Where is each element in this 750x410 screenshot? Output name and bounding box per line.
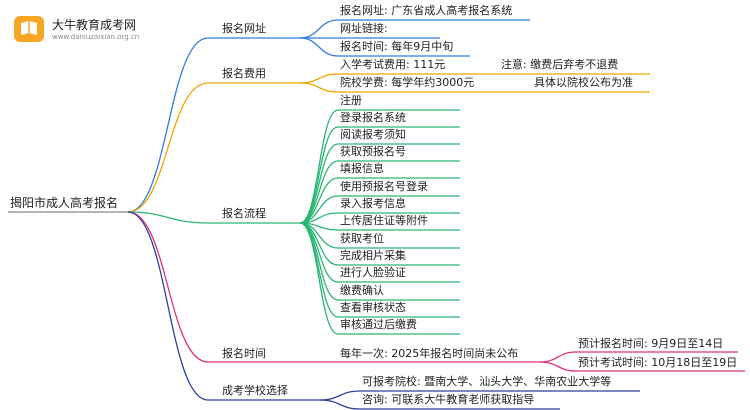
leaf-fee-tuition: 院校学费: 每学年约3000元 [340,76,475,89]
leaf-website-time: 报名时间: 每年9月中旬 [340,40,454,53]
leaf-connector-21 [319,399,361,410]
step-login: 登录报名系统 [340,111,406,124]
logo-url: www.daniuzaixian.org.cn [52,33,140,41]
schedule-child-connector-0 [539,351,577,363]
leaf-fee-exam: 入学考试费用: 111元 [340,58,446,71]
step-register: 注册 [340,94,362,107]
step-read-notice: 阅读报考须知 [340,128,406,141]
branch-process: 报名流程 [222,207,266,220]
leaf-schedule-yearly: 每年一次: 2025年报名时间尚未公布 [340,347,519,360]
leaf-website-link: 网址链接: [340,22,388,35]
step-upload-attachments: 上传居住证等附件 [340,214,428,227]
branch-fees: 报名费用 [222,67,266,80]
step-enter-info: 录入报考信息 [340,197,406,210]
step-photo: 完成相片采集 [340,249,406,262]
leaf-consult: 咨询: 可联系大牛教育老师获取指导 [362,393,535,406]
logo-title: 大牛教育成考网 [52,18,137,32]
step-get-prereg-number: 获取预报名号 [340,145,406,158]
step-pay-after-approval: 审核通过后缴费 [340,318,417,331]
branch-connector-0 [127,37,209,213]
leaf-connector-18 [299,222,339,335]
leaf-connector-3 [299,73,339,84]
leaf-schedule-exam: 预计考试时间: 10月18日至19日 [578,356,738,369]
step-get-seat: 获取考位 [340,232,384,245]
branch-connector-2 [127,211,209,224]
branch-connector-1 [127,82,209,213]
branch-connector-4 [127,211,209,401]
step-check-status: 查看审核状态 [340,301,406,314]
step-face-verify: 进行人脸验证 [340,266,406,279]
leaf-schedule-registration: 预计报名时间: 9月9日至14日 [578,337,724,350]
leaf-connector-4 [299,82,339,93]
logo: 大牛教育成考网 www.daniuzaixian.org.cn [12,10,162,50]
leaf-connector-0 [299,19,339,39]
note-fee-tuition: 具体以院校公布为准 [534,76,633,89]
book-pencil-icon [14,16,44,42]
schedule-child-connector-1 [539,361,577,372]
leaf-schools: 可报考院校: 暨南大学、汕头大学、华南农业大学等 [362,375,612,388]
step-login-with-number: 使用预报名号登录 [340,180,428,193]
branch-website: 报名网址 [222,22,266,35]
branch-schedule: 报名时间 [222,347,266,360]
branch-school-choice: 成考学校选择 [222,384,288,397]
note-fee-exam: 注意: 缴费后弃考不退费 [501,58,619,71]
branch-connector-3 [127,211,209,363]
root-topic: 揭阳市成人高考报名 [10,196,119,210]
leaf-website-system: 报名网址: 广东省成人高考报名系统 [340,4,513,17]
leaf-connector-5 [299,109,339,224]
leaf-connector-2 [299,37,339,57]
step-payment-confirm: 缴费确认 [340,284,384,297]
leaf-connector-20 [319,390,361,401]
step-fill-info: 填报信息 [340,162,384,175]
leaf-connector-17 [299,222,339,318]
leaf-connector-7 [299,143,339,224]
